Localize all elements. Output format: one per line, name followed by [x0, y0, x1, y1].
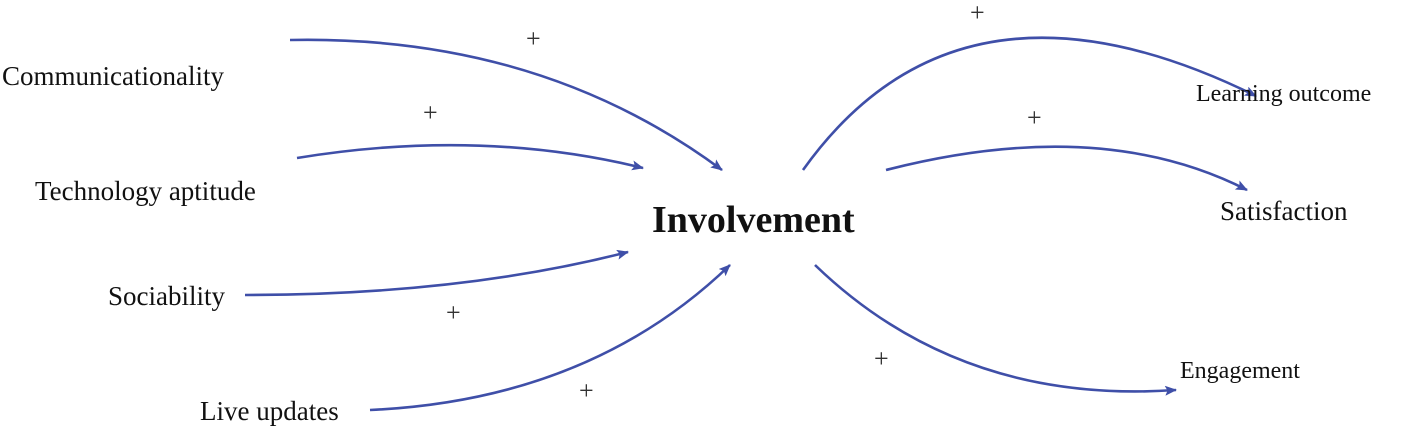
node-engagement: Engagement — [1180, 358, 1300, 384]
edge-involvement-learning-outcome — [801, 36, 1257, 171]
node-satisfaction: Satisfaction — [1220, 196, 1348, 226]
polarity-communicationality: + — [526, 24, 541, 53]
node-involvement: Involvement — [652, 199, 855, 241]
node-technology-aptitude: Technology aptitude — [35, 176, 256, 206]
edge-sociability-involvement — [244, 249, 629, 297]
edge-live-updates-involvement — [369, 264, 731, 412]
polarity-sociability: + — [446, 298, 461, 327]
node-learning-outcome: Learning outcome — [1196, 81, 1371, 107]
polarity-learning-outcome: + — [970, 0, 985, 27]
polarity-engagement: + — [874, 344, 889, 373]
edge-technology-aptitude-involvement — [296, 143, 644, 171]
node-live-updates: Live updates — [200, 396, 339, 426]
polarity-satisfaction: + — [1027, 103, 1042, 132]
edge-involvement-satisfaction — [885, 145, 1248, 192]
polarity-live-updates: + — [579, 376, 594, 405]
edge-communicationality-involvement — [289, 38, 723, 172]
node-communicationality: Communicationality — [2, 61, 224, 91]
polarity-technology-aptitude: + — [423, 98, 438, 127]
edge-involvement-engagement — [814, 264, 1177, 396]
node-sociability: Sociability — [108, 281, 225, 311]
